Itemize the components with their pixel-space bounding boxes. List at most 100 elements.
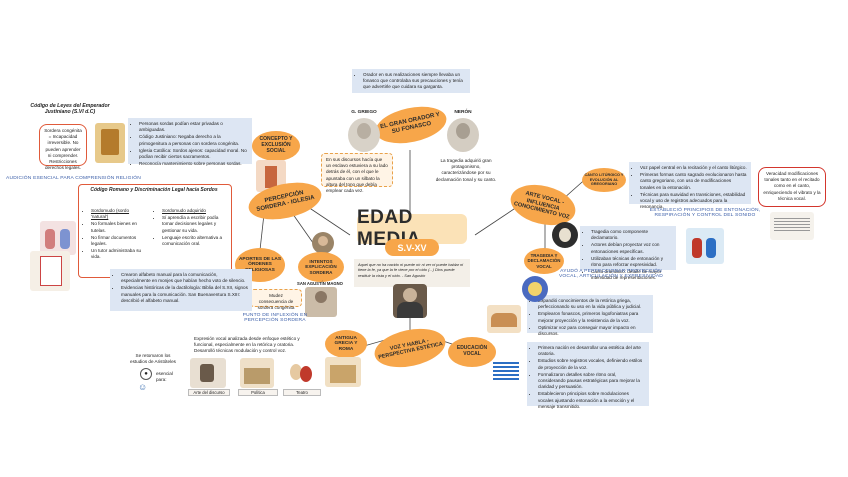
oval-concepto-label: CONCEPTO Y EXCLUSIÓN SOCIAL	[259, 136, 293, 154]
percepcion-item: Iglesia Católica: Sordos ajenos: capacid…	[139, 148, 248, 160]
center-quote-text: Aquel que no ha nacido ni puede oír ni v…	[358, 262, 464, 278]
saint-portrait	[393, 284, 427, 318]
oval-tragedia-label: TRAGEDIA Y DECLAMACIÓN VOCAL	[527, 253, 561, 269]
label-griego: G. GRIEGO	[351, 110, 377, 115]
oval-educacion-label: EDUCACIÓN VOCAL	[456, 345, 488, 357]
oval-intentos[interactable]: INTENTOS EXPLICACIÓN SORDERA	[298, 252, 344, 282]
roman-right-list: Sordomudo adquirido Sí aprendía a escrib…	[151, 205, 227, 265]
caption-ayudo: AYUDÓ A PERFECCIONAR PROYECCIÓN VOCAL, A…	[558, 269, 664, 279]
retomaron-text: Se retomaron los estudios de Aristóteles	[130, 353, 176, 365]
center-subtitle: S.V-XV	[397, 242, 427, 253]
educacion1-item: Emplearon fonascos, primeros logofoniatr…	[538, 311, 649, 323]
document-image	[30, 251, 70, 291]
educacion2-item: Estudios sobre registros vocales, defini…	[538, 358, 645, 370]
book-image	[95, 123, 125, 163]
monk-image	[312, 232, 334, 254]
oval-canto[interactable]: CANTO LITÚRGICO Y EVOLUCIÓN AL GREGORIAN…	[582, 168, 626, 192]
caption-punto: PUNTO DE INFLEXIÓN EN PERCEPCIÓN SORDERA	[242, 313, 308, 323]
note-sordera-congenita: Sordera congénita = Incapacidad irrevers…	[39, 124, 87, 170]
oval-intentos-label: INTENTOS EXPLICACIÓN SORDERA	[305, 259, 337, 275]
educacion1-item: Optimizar voz para conseguir mayor impac…	[538, 325, 649, 337]
mudez-text: Mudez consecuencia de sordera congénita	[257, 293, 295, 311]
educacion2-item: Establecieron principios sobre modulacio…	[538, 391, 645, 410]
agustin-image	[305, 287, 337, 317]
note-educacion1: Expandió conocimientos de la retórica gr…	[527, 295, 653, 336]
aportes-item: Crearon alfabeto manual para la comunica…	[121, 272, 248, 284]
note-vibrato: Veracidad modificaciones tonales tanto e…	[758, 167, 826, 207]
oval-canto-label: CANTO LITÚRGICO Y EVOLUCIÓN AL GREGORIAN…	[584, 173, 624, 187]
note-discursos: En sus discursos hacía que un esclavo es…	[321, 153, 393, 193]
card-politica: Política	[238, 389, 278, 396]
educacion1-item: Expandió conocimientos de la retórica gr…	[538, 298, 649, 310]
oval-concepto[interactable]: CONCEPTO Y EXCLUSIÓN SOCIAL	[252, 131, 300, 161]
speech-icon: ☺	[138, 382, 148, 392]
center-quote: Aquel que no ha nacido ni puede oír ni v…	[354, 259, 470, 287]
percepcion-item: Código Justiniano: Negaba derecho a la p…	[139, 134, 248, 146]
orador-text: Orador en sus realizaciones siempre llev…	[363, 72, 466, 91]
roman-right-item: Sordomudo adquirido	[162, 208, 223, 214]
codigo-title: Código de Leyes del Emperador Justiniano…	[30, 103, 110, 116]
roman-right-item: Sí aprendía a escribir podía tomar decis…	[162, 215, 223, 234]
note-canto: Voz papel central en la recitación y el …	[629, 162, 751, 209]
educacion2-item: Formalizaron detalles sobre ritmo oral, …	[538, 372, 645, 391]
percepcion-item: Reconocía mantenimiento sobre personas s…	[139, 161, 248, 167]
tragedia-item: Utilizaban técnicas de entonación y ritm…	[591, 256, 672, 268]
card-arte-discurso: Arte del discurso	[188, 389, 230, 396]
tragedia-item: Canto dramático: detalle de mayor intens…	[591, 269, 672, 281]
link-arte	[474, 204, 521, 236]
label-agustin: SAN AGUSTÍN MAGNO	[297, 281, 343, 286]
note-aristoteles: Se retomaron los estudios de Aristóteles	[123, 350, 183, 370]
note-educacion2: Primera nación en desarrollar una estéti…	[527, 342, 649, 409]
canto-item: Técnicas para suavidad en transiciones, …	[640, 192, 747, 211]
canto-item: Voz papel central en la recitación y el …	[640, 165, 747, 171]
oval-tragedia[interactable]: TRAGEDIA Y DECLAMACIÓN VOCAL	[524, 248, 564, 274]
roman-left-item: No firmar documentos legales.	[91, 235, 146, 247]
parliament-image	[240, 358, 274, 388]
roman-left-item: No formales bienes en tutelas.	[91, 221, 146, 233]
theatre-mask-image	[552, 222, 578, 248]
note-mudez: Mudez consecuencia de sordera congénita	[250, 289, 302, 311]
ear-icon: ●	[140, 368, 152, 380]
oval-antigua-label: ANTIGUA GRECIA Y ROMA	[334, 335, 358, 352]
colosseum-image	[487, 305, 521, 333]
oval-antigua[interactable]: ANTIGUA GRECIA Y ROMA	[325, 330, 367, 358]
percepcion-item: Personas sordas podían estar privadas o …	[139, 121, 248, 133]
educacion2-item: Primera nación en desarrollar una estéti…	[538, 345, 645, 357]
note-percepcion: Personas sordas podían estar privadas o …	[128, 118, 252, 167]
note-tragedia-list: Tragedia como componente declamatorio. A…	[580, 226, 676, 280]
link-percepcion	[304, 204, 351, 236]
esencial-text: esencial para:	[156, 371, 173, 383]
actors-image	[686, 228, 724, 264]
music-sheet-image	[770, 212, 814, 240]
label-neron: NERÓN	[454, 110, 472, 115]
roman-left-list: Sordomudo (sordo 'natural') No formales …	[80, 205, 150, 265]
vibrato-text: Veracidad modificaciones tonales tanto e…	[763, 171, 821, 201]
caption-audicion: AUDICIÓN ESENCIAL PARA COMPRENSIÓN RELIG…	[6, 176, 141, 181]
oval-educacion[interactable]: EDUCACIÓN VOCAL	[448, 337, 496, 367]
note-esencial: esencial para:	[152, 368, 184, 382]
note-tragedia: La tragedia adquirió gran protagonismo, …	[430, 155, 502, 183]
temple-image	[325, 357, 361, 387]
sordera-congenita-text: Sordera congénita = Incapacidad irrevers…	[44, 128, 82, 171]
stage-image	[522, 276, 548, 302]
family-image	[40, 221, 76, 255]
center-subtitle-box: S.V-XV	[385, 239, 439, 256]
roman-title: Código Romano y Discriminación Legal hac…	[90, 187, 218, 193]
speaker-image	[190, 358, 226, 388]
canto-item: Primeras formas canto sagrado evoluciona…	[640, 172, 747, 191]
oval-voz-label: VOZ Y HABLA - PERSPECTIVA ESTÉTICA	[377, 337, 444, 361]
aportes-item: Evidencias históricas de la dactilología…	[121, 285, 248, 304]
expresion-text: Expresión vocal analizada desde enfoque …	[194, 336, 300, 354]
tragedia-item: Actores debían proyectar voz con entonac…	[591, 242, 672, 254]
note-orador: Orador en sus realizaciones siempre llev…	[352, 69, 470, 93]
roman-left-item: Sordomudo (sordo 'natural')	[91, 208, 146, 220]
note-aportes: Crearon alfabeto manual para la comunica…	[110, 269, 252, 311]
tragedia-item: Tragedia como componente declamatorio.	[591, 229, 672, 241]
card-teatro: Teatro	[283, 389, 321, 396]
tragedia-note-text: La tragedia adquirió gran protagonismo, …	[435, 158, 497, 182]
roman-left-item: Un tutor administraba su vida.	[91, 248, 146, 260]
note-expresion: Expresión vocal analizada desde enfoque …	[190, 333, 320, 357]
caption-establecio: ESTABLECIÓ PRINCIPIOS DE ENTONACIÓN, RES…	[649, 208, 761, 218]
roman-right-item: Lenguaje escrito alternativa a comunicac…	[162, 235, 223, 247]
mask-image	[286, 358, 316, 388]
